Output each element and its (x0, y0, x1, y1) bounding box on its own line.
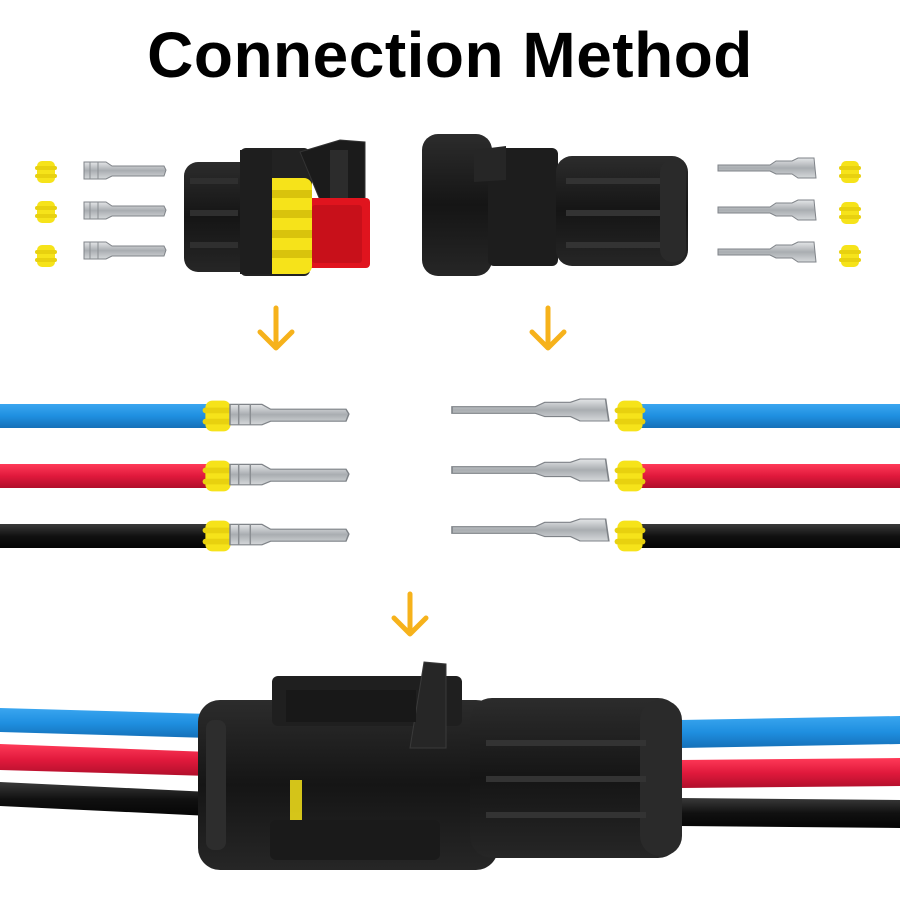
assembled-connector (0, 661, 900, 870)
right-wire-group (451, 398, 900, 552)
wire-red (0, 464, 208, 488)
left-seal-set (35, 161, 57, 267)
left-female-terminal-set (83, 161, 167, 260)
wire-red (640, 464, 900, 488)
right-male-terminal-set (717, 157, 817, 263)
male-housing (422, 134, 688, 276)
wire-black (0, 524, 208, 548)
wire-blue (640, 404, 900, 428)
wire-black (640, 524, 900, 548)
down-arrow-icon (260, 308, 292, 348)
right-seal-set (839, 161, 861, 267)
page-title: Connection Method (147, 19, 753, 91)
female-housing (184, 139, 370, 276)
down-arrow-icon (532, 308, 564, 348)
left-wire-group (0, 400, 350, 552)
down-arrow-icon (394, 594, 426, 634)
wire-blue (0, 404, 208, 428)
